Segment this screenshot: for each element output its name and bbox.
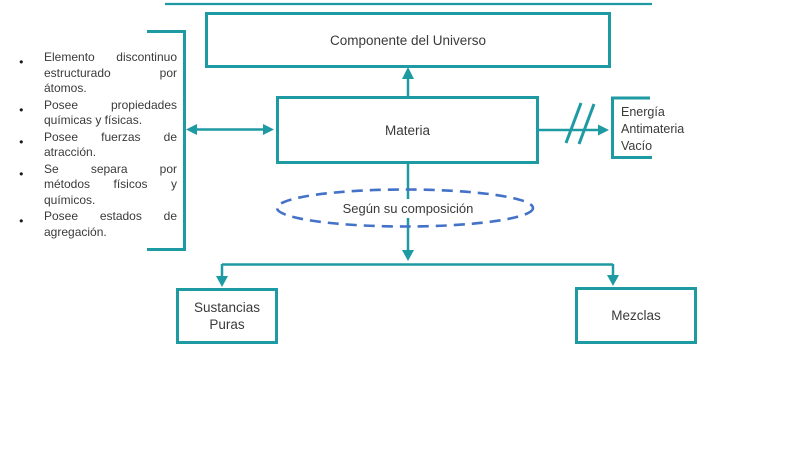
composition-label: Según su composición	[322, 199, 494, 218]
sustancias-puras-box: Sustancias Puras	[176, 288, 278, 344]
bullet-icon: ●	[19, 104, 24, 114]
bullet-icon: ●	[19, 136, 24, 146]
arrow-right-icon	[263, 124, 274, 135]
list-item-line: Elemento discontinuo	[44, 50, 177, 64]
bullet-icon: ●	[19, 168, 24, 178]
energy-term: Antimateria	[621, 122, 685, 136]
mezclas-box: Mezclas	[575, 287, 697, 344]
list-item-line: Posee estados de	[44, 209, 177, 223]
list-item: ● Posee estados de agregación.	[10, 209, 177, 240]
properties-bracket	[147, 30, 186, 251]
arrow-down-icon	[216, 276, 228, 287]
composition-ellipse	[275, 188, 535, 228]
list-item: ● Elemento discontinuo estructurado por …	[10, 50, 177, 97]
componente-del-universo-box: Componente del Universo	[205, 12, 611, 68]
list-item-line: Posee propiedades	[44, 97, 177, 112]
list-item-line: Se separa por	[44, 161, 177, 176]
list-item-line: métodos físicos y	[44, 177, 177, 191]
node-label: Componente del Universo	[329, 32, 487, 48]
arrow-left-icon	[186, 124, 197, 135]
list-item: ● Se separa por métodos físicos y químic…	[10, 162, 177, 209]
energy-term: Vacío	[621, 139, 653, 153]
arrow-right-icon	[598, 124, 609, 136]
list-item-line: atracción.	[44, 145, 97, 159]
arrow-down-icon	[607, 275, 619, 286]
list-item-line: químicas y físicas.	[44, 113, 143, 127]
list-item: ● Posee fuerzas de atracción.	[10, 130, 177, 161]
bullet-icon: ●	[19, 216, 24, 225]
energy-bracket	[611, 96, 652, 159]
list-item-line: Posee fuerzas de	[44, 129, 177, 144]
node-label: Materia	[384, 122, 430, 138]
list-item-line: átomos.	[44, 81, 87, 95]
node-label: Sustancias Puras	[193, 300, 261, 332]
bullet-icon: ●	[19, 57, 24, 66]
arrow-down-icon	[402, 250, 414, 261]
node-label: Mezclas	[611, 308, 661, 323]
list-item-line: químicos.	[44, 192, 96, 207]
arrow-up-icon	[402, 67, 414, 79]
connection-break-icon	[564, 102, 596, 145]
energy-term: Energía	[621, 105, 665, 119]
energy-terms: Energía Antimateria Vacío	[621, 104, 713, 155]
materia-box: Materia	[276, 96, 539, 164]
list-item-line: agregación.	[44, 224, 107, 239]
list-item-line: estructurado por	[44, 65, 177, 80]
properties-list: ● Elemento discontinuo estructurado por …	[10, 50, 177, 241]
list-item: ● Posee propiedades químicas y físicas.	[10, 98, 177, 129]
